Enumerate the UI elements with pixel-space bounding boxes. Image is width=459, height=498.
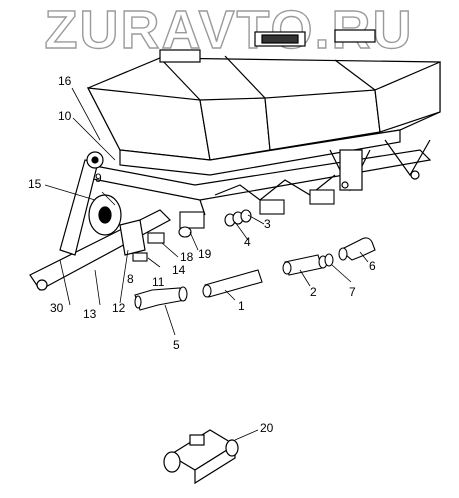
callout-12: 12 <box>112 301 126 315</box>
callout-11: 11 <box>152 275 165 289</box>
chassis-frame <box>87 139 432 216</box>
callout-30: 30 <box>50 301 64 315</box>
callout-2: 2 <box>310 285 317 299</box>
callout-15: 15 <box>28 177 42 191</box>
callout-10: 10 <box>58 109 72 123</box>
callout-19: 19 <box>198 247 212 261</box>
callout-labels: 16 10 15 9 3 4 19 18 14 8 11 6 2 7 1 30 … <box>28 74 376 435</box>
callout-14: 14 <box>172 263 186 277</box>
callout-13: 13 <box>83 307 97 321</box>
leader-lines <box>44 87 369 441</box>
callout-20: 20 <box>260 421 274 435</box>
callout-3: 3 <box>264 217 271 231</box>
outlets <box>178 189 335 238</box>
callout-5: 5 <box>173 338 180 352</box>
clamps <box>224 209 252 227</box>
elbow-5 <box>134 286 188 311</box>
hose-1 <box>202 269 263 298</box>
meter-assembly-20 <box>163 429 239 485</box>
spring-clamp-7 <box>318 253 334 269</box>
callout-18: 18 <box>180 250 194 264</box>
callout-6: 6 <box>369 259 376 273</box>
drawbar <box>29 151 171 291</box>
callout-9: 9 <box>95 171 102 185</box>
hose-2 <box>282 254 323 276</box>
callout-1: 1 <box>238 299 245 313</box>
hopper <box>86 29 441 176</box>
elbow-6 <box>338 237 376 261</box>
callout-8: 8 <box>127 272 134 286</box>
callout-16: 16 <box>58 74 72 88</box>
callout-7: 7 <box>349 285 356 299</box>
callout-4: 4 <box>244 235 251 249</box>
small-brackets <box>132 232 165 262</box>
